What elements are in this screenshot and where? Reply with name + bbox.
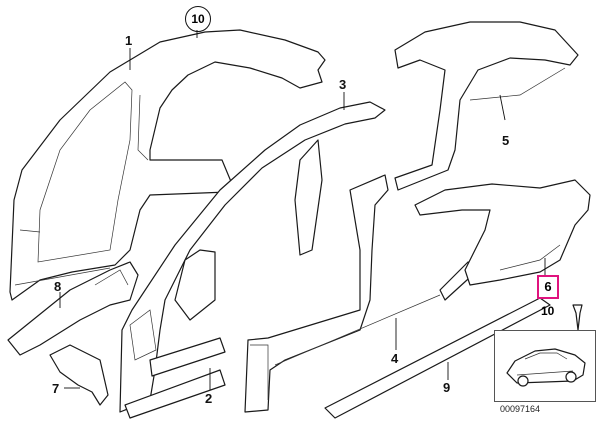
part-3-inner-frame (119, 101, 386, 419)
rivet-fastener (572, 304, 583, 331)
callout-2: 2 (205, 391, 213, 406)
callout-10-inset: 10 (541, 304, 555, 318)
part-8-bracket (7, 261, 139, 356)
reference-car-icon (506, 348, 586, 387)
part-5-rear-quarter-upper (394, 21, 579, 191)
callout-5: 5 (502, 133, 510, 148)
callout-9: 9 (443, 380, 451, 395)
callout-6-highlighted: 6 (537, 275, 559, 299)
part-6-rear-quarter-lower (414, 179, 591, 286)
reference-car-inset (494, 330, 596, 402)
callout-7: 7 (52, 381, 60, 396)
callout-10-circled: 10 (185, 6, 211, 32)
diagram-code: 00097164 (500, 404, 541, 414)
callout-4: 4 (391, 351, 399, 366)
callout-8: 8 (54, 279, 62, 294)
part-1-side-frame (9, 29, 326, 301)
part-7-bracket (49, 344, 109, 406)
callout-6: 6 (544, 279, 552, 294)
callout-3: 3 (339, 77, 347, 92)
part-9-sill-strip (324, 297, 551, 419)
part-2-rocker (149, 337, 226, 377)
callout-1: 1 (125, 33, 133, 48)
